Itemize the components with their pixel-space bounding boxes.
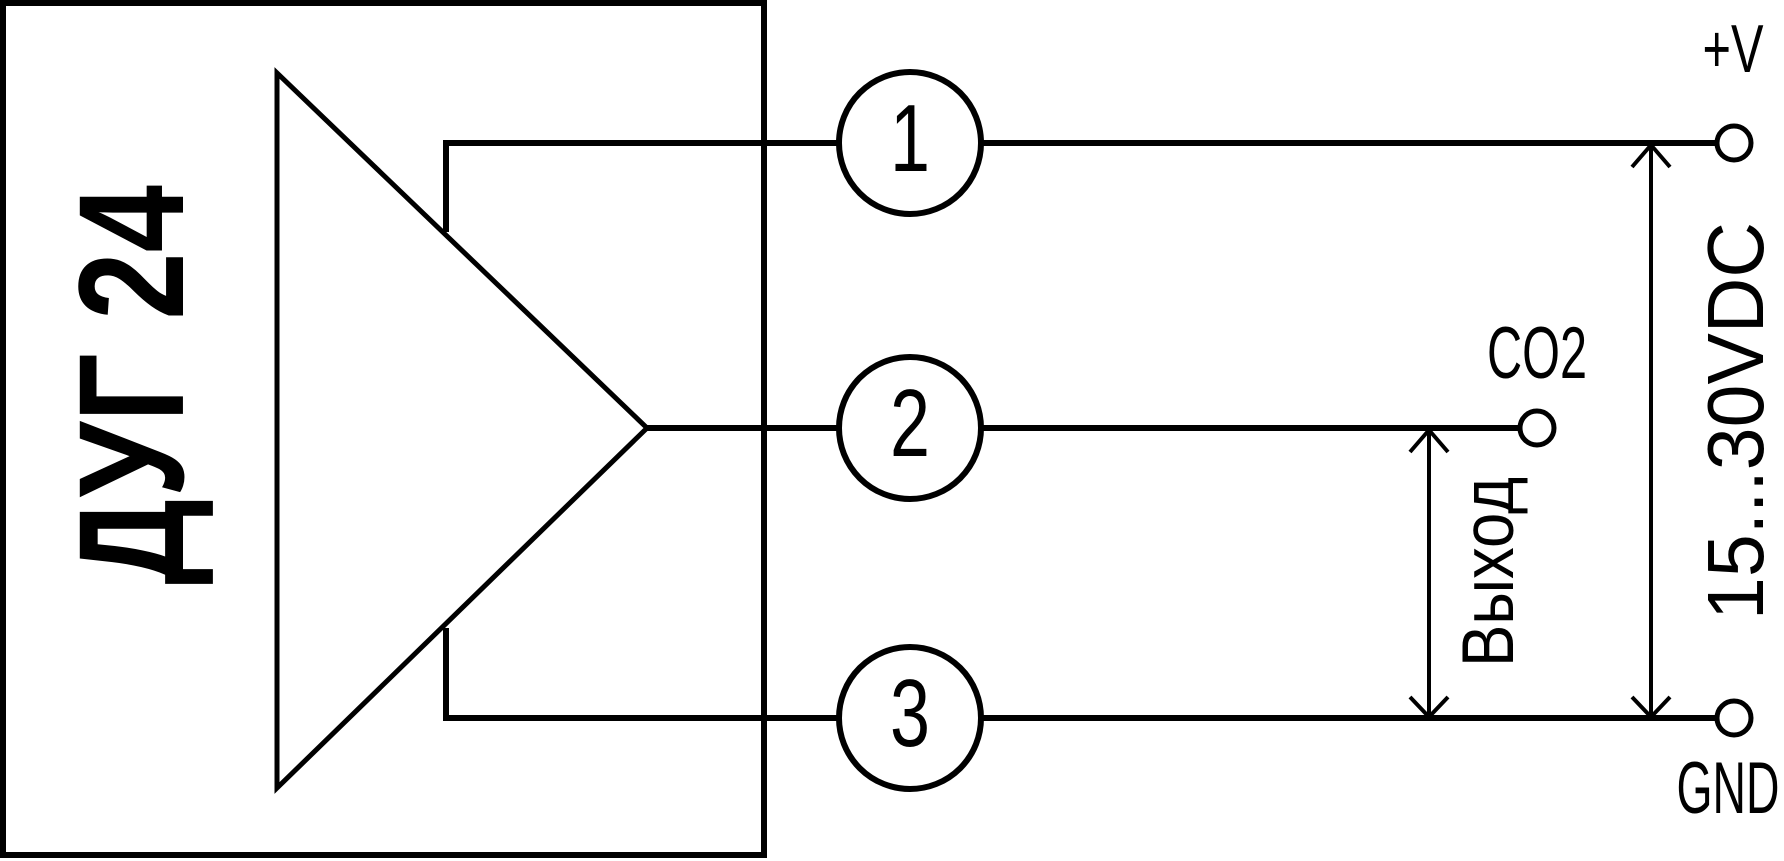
output-arrowhead-up-icon: [1408, 426, 1450, 454]
co2-label: CO2: [1487, 313, 1587, 394]
terminal-circle-1: [836, 69, 984, 217]
terminal-2: 2: [836, 354, 984, 502]
wire-plus-v: [443, 140, 1717, 232]
power-range-arrowhead-up-icon: [1630, 141, 1672, 169]
terminal-circle-2: [836, 354, 984, 502]
gnd-pin-circle: [1714, 698, 1754, 738]
output-arrowhead-down-icon: [1408, 695, 1450, 720]
wire-gnd: [443, 628, 1717, 721]
power-range-arrowhead-down-icon: [1630, 695, 1672, 720]
power-range-dimension-arrow: 15...30VDC: [1630, 141, 1780, 720]
output-label: Выход: [1448, 477, 1529, 667]
terminal-1: 1: [836, 69, 984, 217]
terminal-number-2: 2: [890, 370, 930, 477]
plus-v-pin-circle: [1714, 123, 1754, 163]
terminal-number-3: 3: [890, 660, 930, 767]
sensor-triangle-symbol: [274, 67, 651, 794]
terminal-circle-3: [836, 644, 984, 792]
power-range-label: 15...30VDC: [1691, 222, 1780, 620]
terminal-3: 3: [836, 644, 984, 792]
gnd-label: GND: [1677, 748, 1780, 829]
co2-pin-circle: [1517, 408, 1557, 448]
output-dimension-arrow: Выход: [1408, 426, 1529, 720]
device-label: ДУГ 24: [47, 185, 215, 585]
terminal-number-1: 1: [890, 85, 930, 192]
plus-v-label: +V: [1703, 11, 1764, 87]
